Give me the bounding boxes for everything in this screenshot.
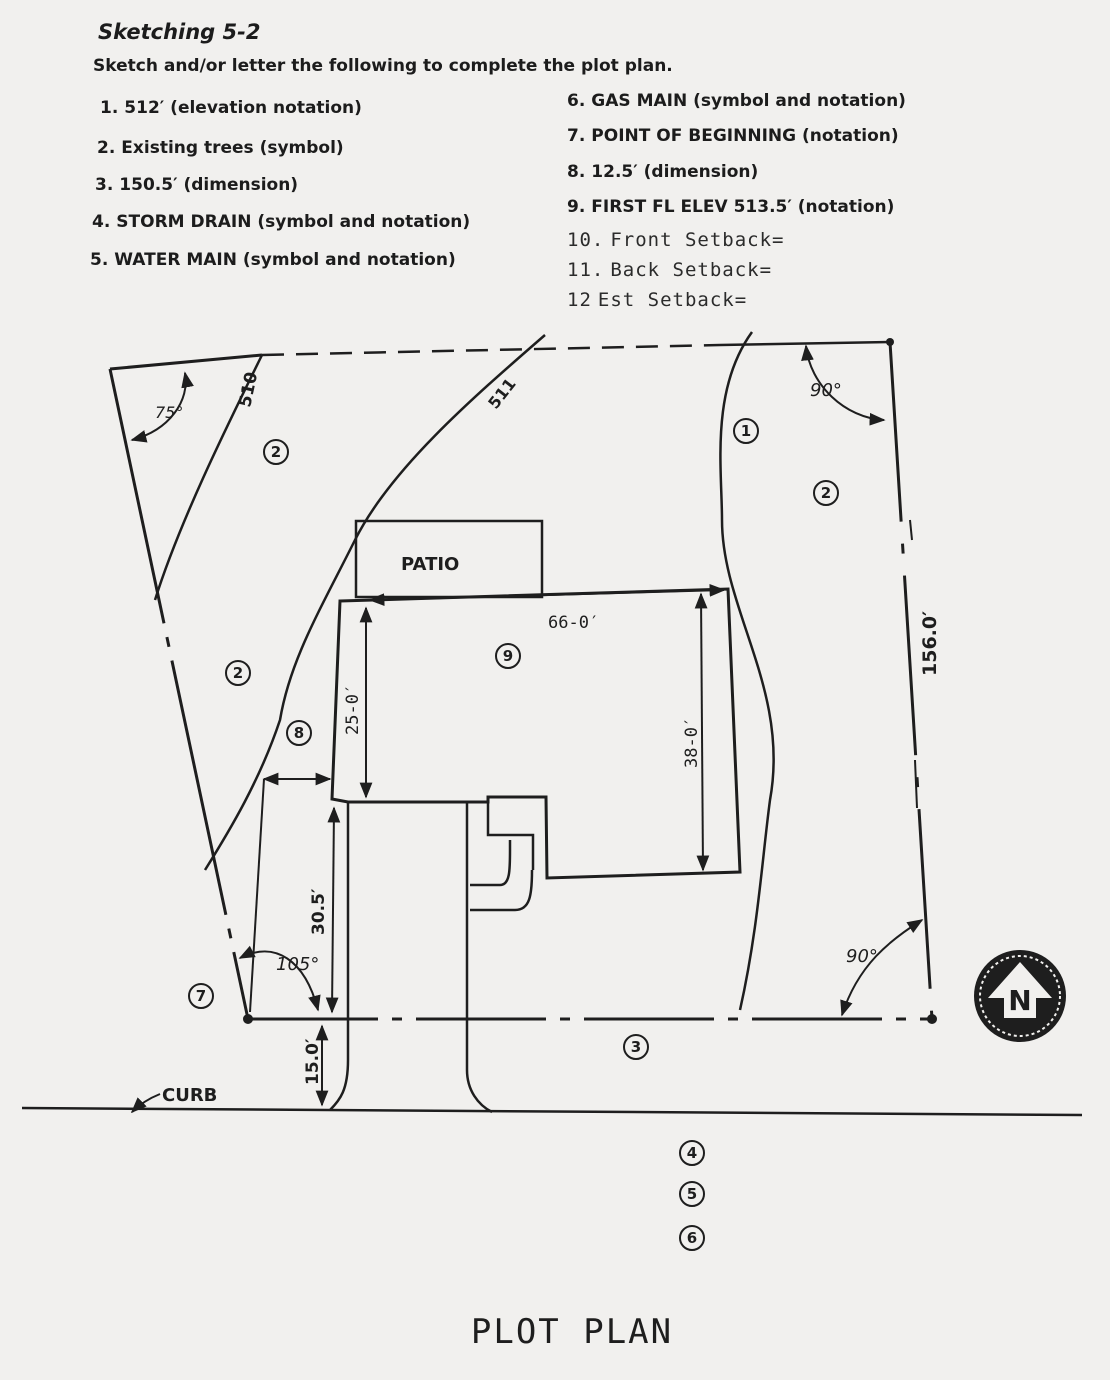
dim-line-30-5 (325, 806, 341, 1014)
garage-detail (470, 797, 535, 912)
walk-curve-outer (470, 869, 534, 912)
property-line-top-left (109, 353, 263, 371)
contour-511 (203, 334, 546, 871)
driveway-right (465, 802, 493, 1114)
property-line-east (888, 341, 934, 1020)
property-lines (108, 338, 937, 1024)
property-line-west (108, 368, 250, 1020)
dim-156-label: 156.0′ (919, 611, 941, 676)
marker-2c: 2 (821, 484, 831, 502)
arc-90-bottom (840, 919, 924, 1017)
item-3: 3.150.5′ (dimension) (95, 175, 299, 195)
item-6: 6.GAS MAIN (symbol and notation) (567, 91, 906, 111)
marker-6: 6 (687, 1229, 697, 1247)
property-line-top-dashed (261, 343, 721, 357)
angle-90-top-label: 90° (810, 380, 842, 401)
item-10-handwritten: 10.Front Setback= (567, 229, 785, 251)
plan-title: PLOT PLAN (471, 1312, 673, 1352)
marker-1: 1 (741, 422, 751, 440)
walk-curve-inner (470, 840, 512, 887)
marker-2b: 2 (233, 664, 243, 682)
curb-label: CURB (162, 1085, 217, 1106)
item-11-handwritten: 11.Back Setback= (567, 259, 773, 281)
property-line-top-right (719, 340, 891, 347)
point-of-beginning-dot (243, 1014, 253, 1024)
marker-circle-2b (225, 660, 251, 686)
item-8: 8.12.5′ (dimension) (567, 162, 759, 182)
marker-circle-3 (623, 1034, 649, 1060)
instructions: Sketch and/or letter the following to co… (93, 56, 673, 76)
dim-66-label: 66-0′ (548, 613, 599, 633)
angle-90-bottom-label: 90° (846, 946, 878, 967)
curb-leader (130, 1093, 161, 1114)
marker-2a: 2 (271, 443, 281, 461)
marker-circle-9 (495, 643, 521, 669)
north-label: N (1008, 984, 1031, 1017)
marker-4: 4 (687, 1144, 697, 1162)
marker-3: 3 (631, 1038, 641, 1056)
item-4: 4.STORM DRAIN (symbol and notation) (92, 212, 471, 232)
item-7: 7.POINT OF BEGINNING (notation) (567, 126, 899, 146)
contour-label-511: 511 (484, 374, 520, 412)
marker-circle-6 (679, 1225, 705, 1251)
item-9: 9.FIRST FL ELEV 513.5′ (notation) (567, 197, 895, 217)
arc-90-top (801, 344, 886, 426)
contour-510 (153, 354, 264, 601)
dim-line-66 (368, 584, 726, 606)
sheet-title: Sketching 5-2 (98, 20, 261, 44)
arc-75 (130, 371, 194, 443)
contour-lines (153, 334, 546, 871)
dim-line-38 (694, 592, 710, 872)
north-arrow-icon (974, 950, 1066, 1042)
patio-label: PATIO (401, 554, 459, 575)
marker-9: 9 (503, 647, 513, 665)
arc-105 (238, 945, 321, 1012)
dim-38-label: 38-0′ (682, 717, 702, 768)
marker-circle-8 (286, 720, 312, 746)
marker-circle-2c (813, 480, 839, 506)
dimensions (249, 519, 918, 1107)
number-markers (188, 418, 839, 1251)
marker-7: 7 (196, 987, 206, 1005)
item-1: 1.512′ (elevation notation) (100, 98, 362, 118)
dim-tick-156-a (909, 519, 913, 541)
dim-25-label: 25-0′ (343, 684, 363, 735)
marker-5: 5 (687, 1185, 697, 1203)
tree-line-1 (719, 331, 775, 1011)
marker-circle-5 (679, 1181, 705, 1207)
angle-75-label: 75° (155, 403, 183, 422)
item-2: 2.Existing trees (symbol) (97, 138, 344, 158)
dim-30-label: 30.5′ (309, 888, 329, 935)
dim-15-label: 15.0′ (303, 1038, 323, 1085)
curb-line (21, 1106, 1083, 1117)
marker-circle-7 (188, 983, 214, 1009)
marker-circle-1 (733, 418, 759, 444)
driveway-left (329, 802, 350, 1111)
marker-circle-4 (679, 1140, 705, 1166)
house-outline (330, 587, 742, 880)
marker-circle-2a (263, 439, 289, 465)
angle-105-label: 105° (276, 954, 319, 975)
corner-dot-ne (886, 338, 894, 346)
dim-tick-156-b (914, 759, 918, 809)
marker-8: 8 (294, 724, 304, 742)
item-5: 5.WATER MAIN (symbol and notation) (90, 250, 456, 270)
contour-label-510: 510 (235, 370, 262, 409)
dim-extension-12-5 (249, 778, 265, 1013)
garage-step (486, 797, 535, 870)
corner-dot-se (927, 1014, 937, 1024)
angle-arcs (130, 344, 924, 1017)
